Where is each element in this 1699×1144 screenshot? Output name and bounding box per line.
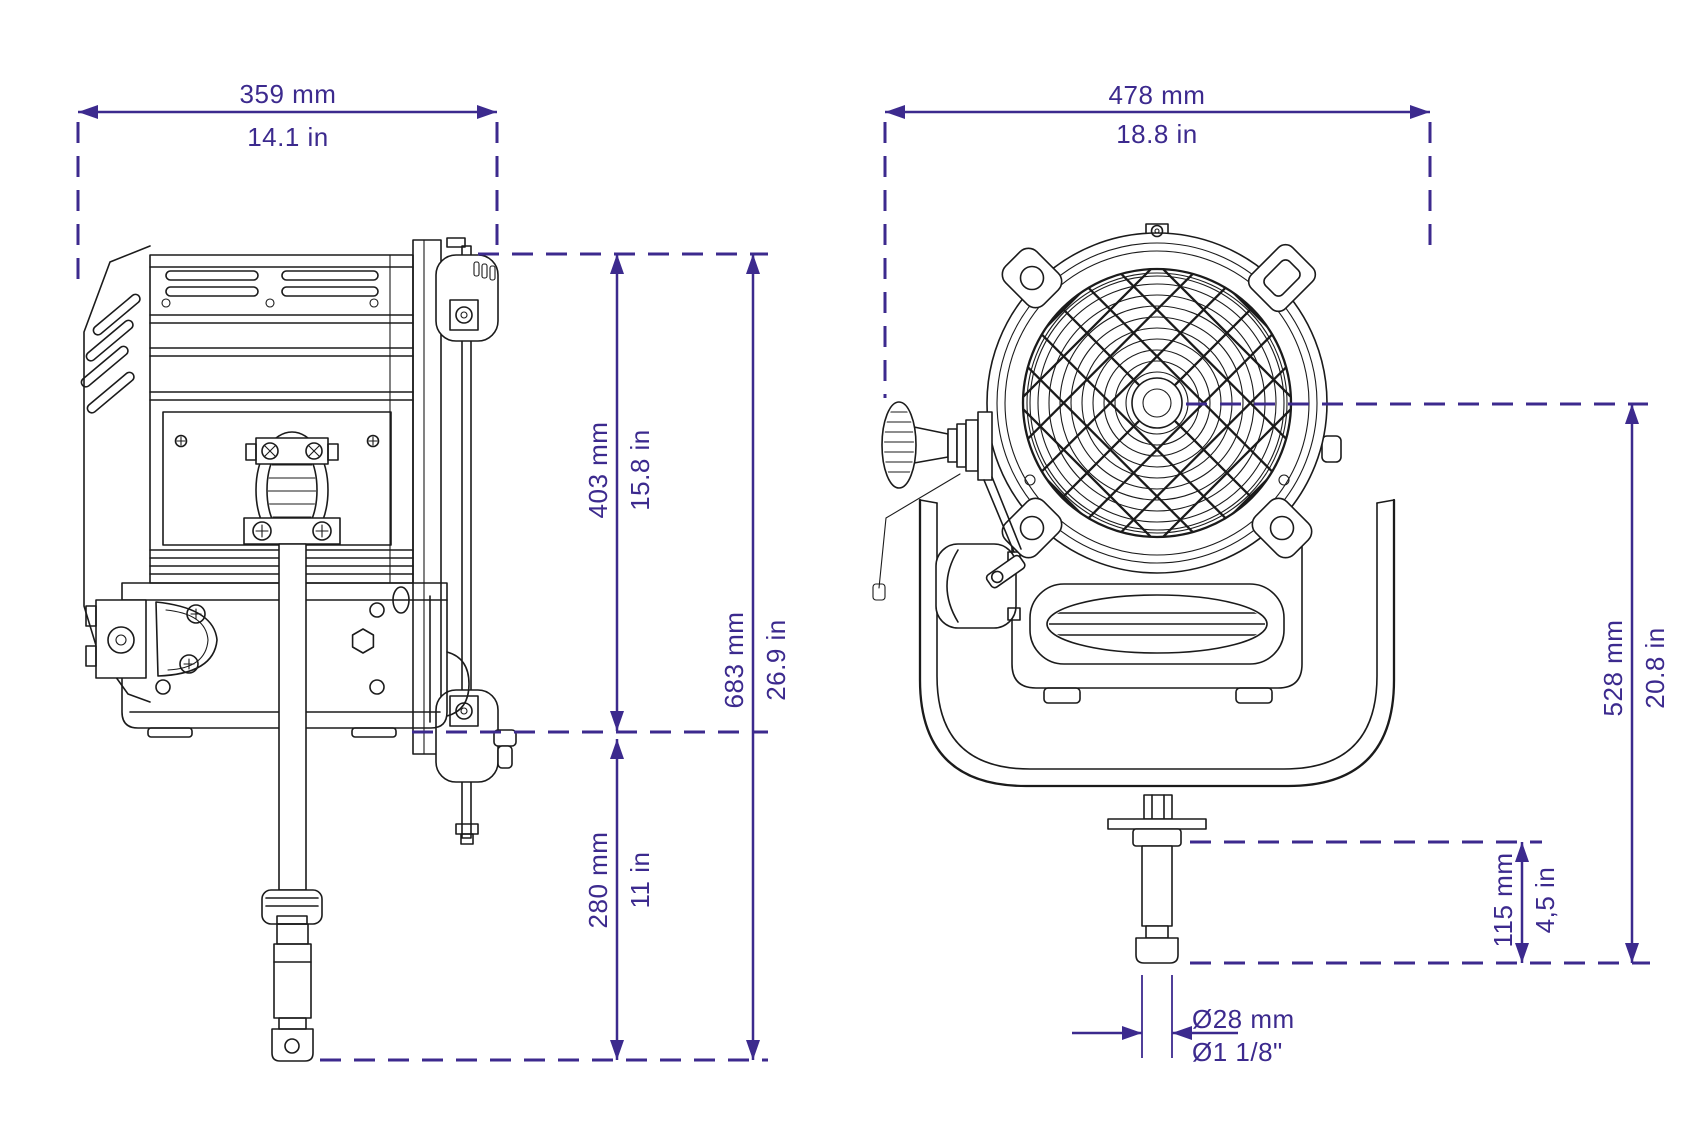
dim-front-center-height-mm: 528 mm <box>1598 620 1628 717</box>
hex-bolt <box>351 628 375 654</box>
focus-knob <box>872 401 1026 601</box>
access-panel <box>162 411 392 546</box>
dim-side-stem-length-in: 11 in <box>625 852 655 909</box>
dim-front-center-height: 528 mm 20.8 in <box>1598 404 1670 963</box>
cable-port <box>392 586 410 614</box>
dim-side-width-mm: 359 mm <box>240 79 337 109</box>
rear-vent-slots <box>80 293 141 414</box>
rear-housing <box>83 245 151 703</box>
dim-side-stem-length: 280 mm 11 in <box>583 739 655 1060</box>
dim-front-width-mm: 478 mm <box>1109 80 1206 110</box>
base-housing <box>85 582 470 738</box>
dim-front-spigot-diameter-in: Ø1 1/8" <box>1192 1037 1283 1067</box>
tilt-sector-plate <box>155 601 218 677</box>
dim-side-total-height-mm: 683 mm <box>719 612 749 709</box>
dim-front-spigot-diameter-mm: Ø28 mm <box>1192 1004 1295 1034</box>
panel-screw-right <box>366 434 380 448</box>
side-view-drawing <box>80 237 517 1062</box>
dim-side-body-height-in: 15.8 in <box>625 429 655 511</box>
yoke-handle-assembly <box>243 431 341 1062</box>
dim-front-spigot-height-mm: 115 mm <box>1488 853 1518 948</box>
dim-front-spigot-height-in: 4,5 in <box>1530 867 1560 934</box>
front-yoke <box>918 498 1396 788</box>
stem <box>278 543 307 891</box>
ear-bottom-left <box>1001 497 1063 559</box>
front-view-drawing <box>872 223 1396 964</box>
front-spigot-assembly <box>1107 794 1207 964</box>
lens-barrel-edge <box>429 595 470 723</box>
dim-side-body-height-mm: 403 mm <box>583 422 613 519</box>
rail-clip-bottom <box>435 689 517 783</box>
dim-front-spigot-diameter: Ø28 mm Ø1 1/8" <box>1072 975 1295 1067</box>
dimension-annotations: 359 mm 14.1 in 403 mm 15.8 in 280 mm 11 … <box>76 79 1670 1067</box>
ear-top-right-clip <box>1247 243 1317 313</box>
dim-front-spigot-height: 115 mm 4,5 in <box>1488 842 1560 963</box>
washer-plate <box>1107 818 1207 830</box>
tilt-lock-bracket <box>85 599 147 679</box>
front-housing <box>389 239 442 755</box>
side-tab <box>1321 435 1342 463</box>
guard-lattice <box>1023 269 1291 537</box>
panel-screw-left <box>174 434 188 448</box>
dim-side-stem-length-mm: 280 mm <box>583 832 613 929</box>
rail-clip-top <box>435 254 499 342</box>
spigot-side <box>271 923 314 1062</box>
guard-hub <box>1131 377 1183 429</box>
latch-bolt <box>985 554 1026 589</box>
dim-side-width: 359 mm 14.1 in <box>78 79 497 152</box>
ribbed-body <box>149 254 414 584</box>
dim-side-total-height: 683 mm 26.9 in <box>719 254 791 1060</box>
handle-slats <box>1049 612 1265 636</box>
dim-side-total-height-in: 26.9 in <box>761 619 791 701</box>
dim-front-width-in: 18.8 in <box>1116 119 1198 149</box>
dim-side-width-in: 14.1 in <box>247 122 329 152</box>
hex-nut <box>1143 794 1173 820</box>
ear-top-left <box>1001 247 1063 309</box>
barndoor-rail <box>435 237 517 845</box>
lens-and-guard <box>1021 267 1293 539</box>
connector-box <box>935 543 1021 629</box>
stem-clamp <box>261 889 323 925</box>
dim-side-body-height: 403 mm 15.8 in <box>583 254 655 731</box>
dim-front-width: 478 mm 18.8 in <box>885 80 1430 149</box>
spigot-stem <box>1141 845 1173 927</box>
ear-bottom-right <box>1251 497 1313 559</box>
dim-front-center-height-in: 20.8 in <box>1640 627 1670 709</box>
front-body <box>1011 519 1303 704</box>
spigot-pin-hole <box>284 1038 300 1054</box>
